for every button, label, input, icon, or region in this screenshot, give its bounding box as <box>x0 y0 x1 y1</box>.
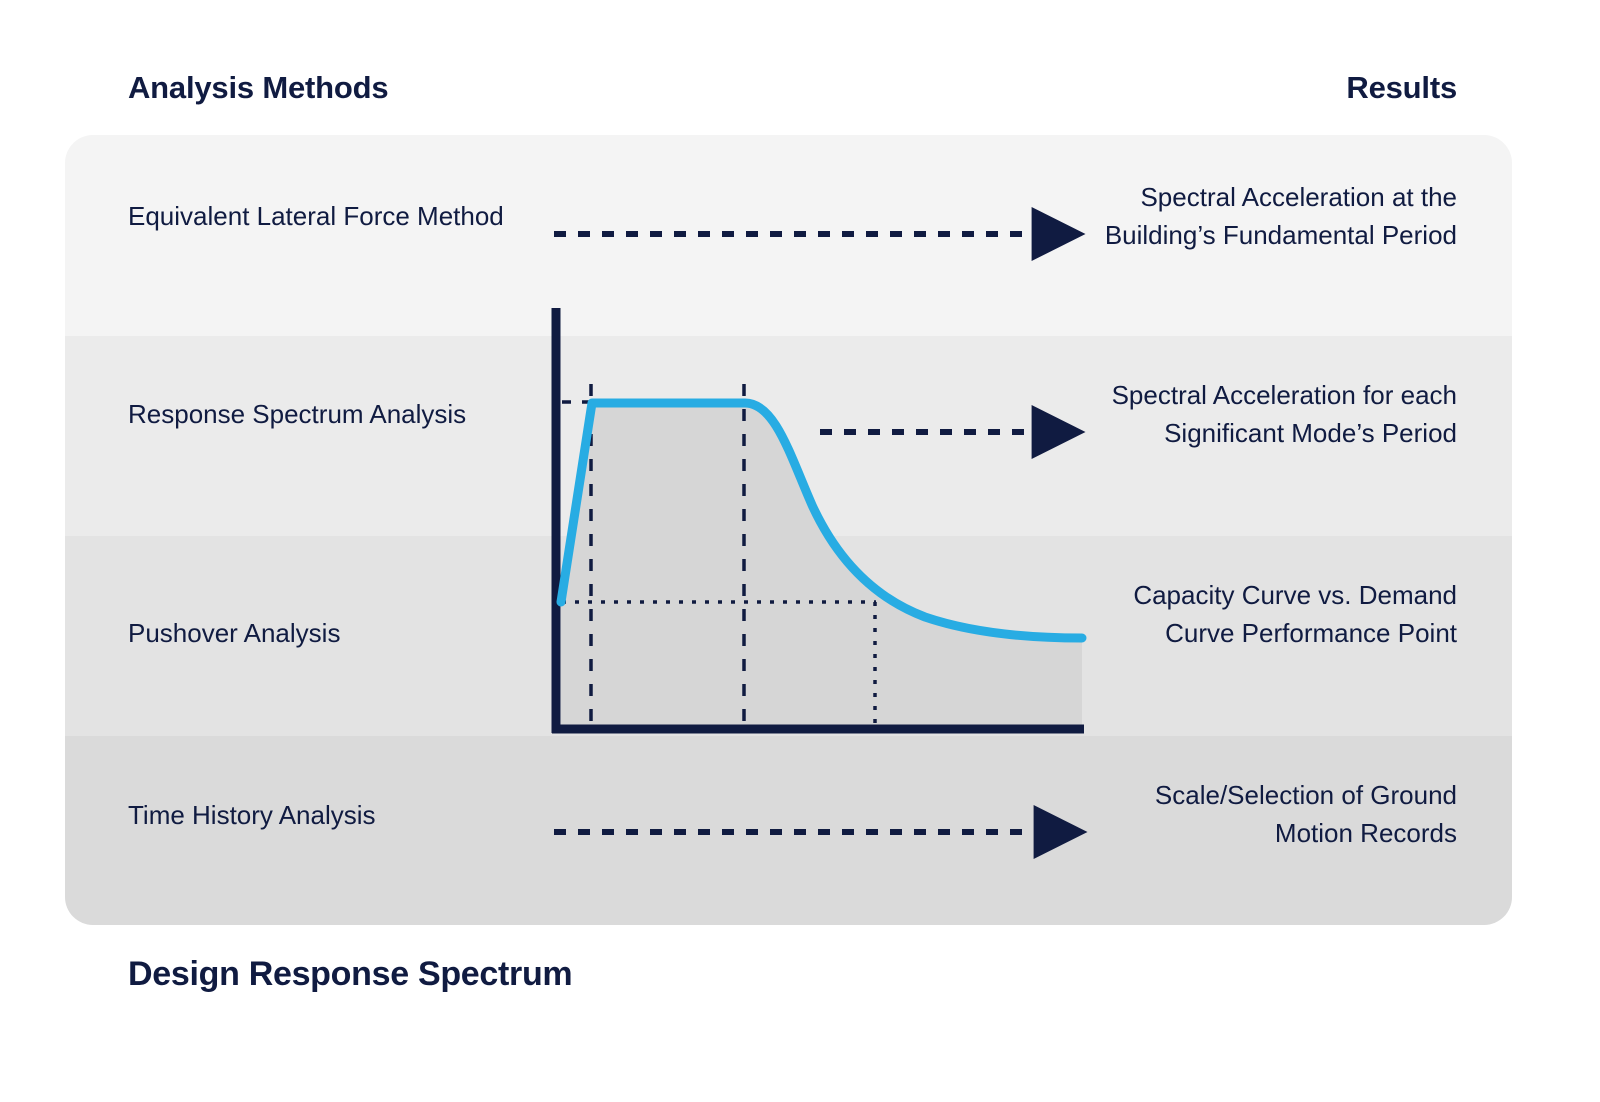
column-heading-results: Results <box>1346 70 1457 105</box>
method-label-pushover-analysis: Pushover Analysis <box>128 618 341 648</box>
method-label-equivalent-lateral-force-method: Equivalent Lateral Force Method <box>128 201 504 231</box>
result-label-capacity-demand-performance-point: Capacity Curve vs. Demand Curve Performa… <box>1133 580 1457 648</box>
column-heading-analysis-methods: Analysis Methods <box>128 70 389 105</box>
result-label-spectral-acceleration-significant-modes: Spectral Acceleration for each Significa… <box>1111 380 1457 448</box>
method-label-time-history-analysis: Time History Analysis <box>128 800 376 830</box>
result-label-spectral-acceleration-fundamental-period: Spectral Acceleration at the Building’s … <box>1104 182 1457 250</box>
method-label-response-spectrum-analysis: Response Spectrum Analysis <box>128 399 467 429</box>
chart-caption: Design Response Spectrum <box>128 955 573 993</box>
result-label-scale-selection-ground-motion-records: Scale/Selection of Ground Motion Records <box>1154 780 1457 848</box>
